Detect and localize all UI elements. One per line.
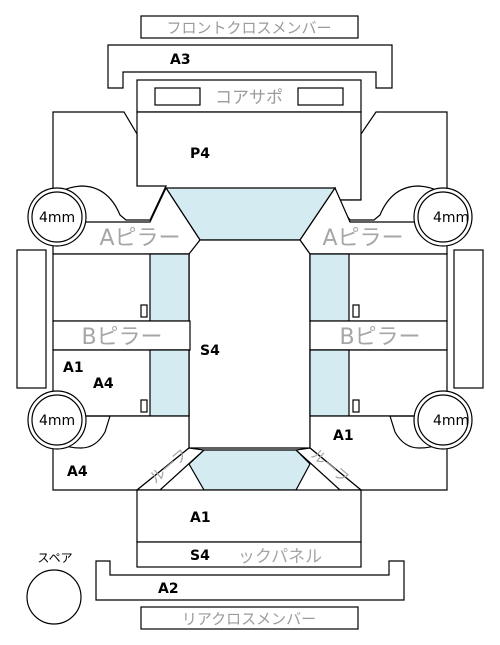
right-front-tire-inner <box>417 191 469 243</box>
left-rear-fender-part[interactable] <box>52 415 190 491</box>
left-rear-tire-inner <box>31 394 83 446</box>
right-a-pillar-label: Aピラー <box>322 226 403 251</box>
left-door-grade-b: A4 <box>93 376 114 392</box>
right-rear-fender-grade: A1 <box>333 428 354 444</box>
rear-cross-member-box <box>140 606 359 630</box>
left-rear-fender-grade: A4 <box>67 464 88 480</box>
spare-label: スペア <box>37 551 72 565</box>
left-door-grade-a: A1 <box>63 360 84 376</box>
core-support-label: コアサポ <box>215 88 283 108</box>
trunk-grade: A1 <box>190 510 211 526</box>
rear-cross-member-label: リアクロスメンバー <box>182 610 316 628</box>
left-rear-door-handle <box>140 399 148 413</box>
left-front-tire-label: 4mm <box>39 210 75 226</box>
front-cross-member-label: フロントクロスメンバー <box>166 19 331 37</box>
left-front-door-handle <box>140 304 148 318</box>
right-b-pillar-part[interactable] <box>309 320 448 351</box>
right-front-tire-label: 4mm <box>433 210 469 226</box>
left-b-pillar-label: Bピラー <box>81 325 162 350</box>
rear-cross-grade: A2 <box>158 581 179 597</box>
right-b-pillar-label: Bピラー <box>339 325 420 350</box>
left-a-pillar-label: Aピラー <box>99 226 180 251</box>
hood-grade: P4 <box>190 146 210 162</box>
front-cross-grade: A3 <box>170 52 191 68</box>
left-side-step-part[interactable] <box>16 249 47 389</box>
left-rear-tire-label: 4mm <box>39 413 75 429</box>
left-b-pillar-part[interactable] <box>52 320 191 351</box>
back-panel-label: ックパネル <box>238 547 322 567</box>
core-support-left-slot <box>154 87 201 106</box>
left-front-tire-inner <box>31 191 83 243</box>
right-rear-door-glass[interactable] <box>309 349 350 417</box>
trunk-part[interactable] <box>136 489 362 543</box>
right-rear-fender-part[interactable] <box>309 415 448 491</box>
right-side-step-part[interactable] <box>453 249 484 389</box>
front-cross-member-box <box>140 15 359 39</box>
core-support-right-slot <box>297 87 344 106</box>
right-rear-tire-inner <box>417 394 469 446</box>
rear-bumper-part[interactable] <box>95 560 405 601</box>
back-panel-part[interactable] <box>136 541 362 568</box>
left-front-door-glass[interactable] <box>149 253 190 322</box>
right-rear-tire-label: 4mm <box>433 413 469 429</box>
spare-tire[interactable] <box>26 569 82 625</box>
front-bumper-part[interactable] <box>107 44 393 89</box>
right-rear-door-handle <box>352 399 360 413</box>
right-front-door-handle <box>352 304 360 318</box>
rear-window-glass[interactable] <box>188 449 311 491</box>
left-rear-door-glass[interactable] <box>149 349 190 417</box>
back-panel-grade: S4 <box>190 548 210 564</box>
right-front-door-glass[interactable] <box>309 253 350 322</box>
roof-grade: S4 <box>200 343 220 359</box>
